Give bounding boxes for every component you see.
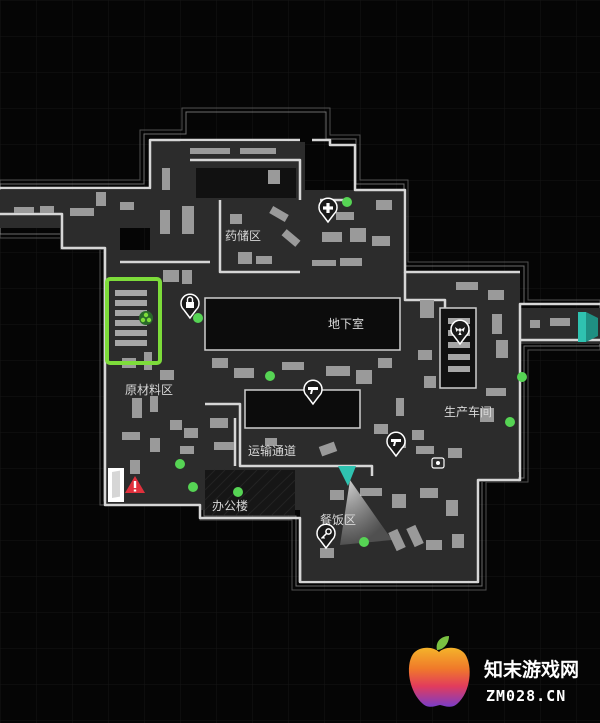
objective-point[interactable] — [193, 313, 203, 323]
zone-label-pharmacy: 药储区 — [225, 228, 261, 243]
zone-label-raw-materials: 原材料区 — [125, 383, 173, 397]
apple-logo — [408, 636, 470, 707]
pistol-icon[interactable] — [386, 431, 406, 458]
objective-point[interactable] — [342, 197, 352, 207]
flashlight-beam — [340, 480, 392, 545]
player-marker — [338, 466, 356, 486]
objective-point[interactable] — [175, 459, 185, 469]
zone-label-cafeteria: 餐饭区 — [320, 512, 356, 527]
exit-door-icon[interactable] — [108, 468, 124, 502]
objective-points — [175, 197, 527, 547]
zone-label-production: 生产车间 — [444, 404, 492, 419]
radiation-icon[interactable] — [450, 319, 470, 346]
danger-icon[interactable] — [125, 476, 145, 493]
objective-point[interactable] — [517, 372, 527, 382]
objective-point[interactable] — [359, 537, 369, 547]
watermark: 知末游戏网 ZM028.CN — [408, 636, 579, 707]
biohazard-icon[interactable] — [139, 311, 153, 325]
zone-label-office: 办公楼 — [212, 498, 248, 513]
watermark-domain: ZM028.CN — [486, 687, 566, 705]
lock-icon[interactable] — [180, 293, 200, 320]
highlight-box — [105, 277, 162, 365]
zone-label-corridor: 运输通道 — [248, 443, 296, 458]
medkit-icon[interactable] — [318, 197, 338, 224]
watermark-site-name: 知末游戏网 — [484, 658, 579, 681]
pickup-icon[interactable] — [431, 457, 445, 469]
exit-gate-icon[interactable] — [578, 312, 598, 342]
objective-point[interactable] — [505, 417, 515, 427]
office-floor — [204, 469, 296, 516]
objective-point[interactable] — [265, 371, 275, 381]
pistol-icon[interactable] — [303, 379, 323, 406]
key-icon[interactable] — [316, 523, 336, 550]
shelves — [115, 290, 470, 372]
objective-point[interactable] — [233, 487, 243, 497]
objective-point[interactable] — [188, 482, 198, 492]
zone-label-basement: 地下室 — [328, 316, 364, 331]
